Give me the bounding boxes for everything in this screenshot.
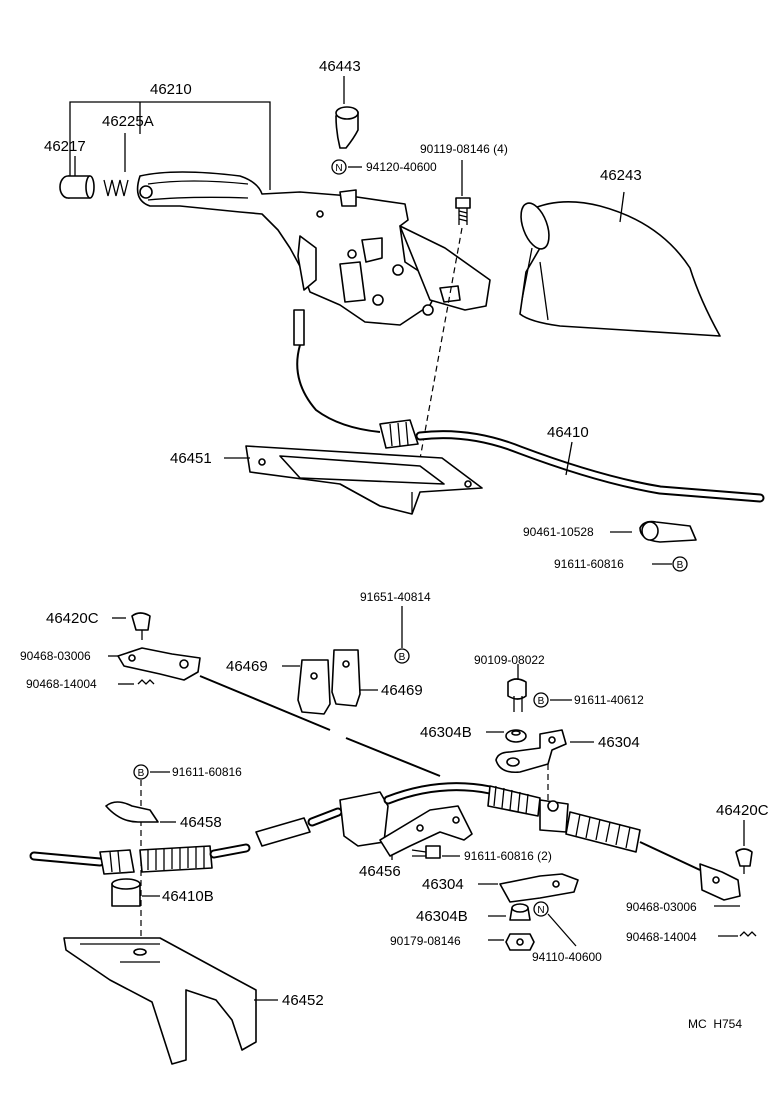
label-91611-60816-top: 91611-60816 [554,557,624,571]
washer-46304B-upper [505,729,527,743]
label-94110-40600: 94110-40600 [532,950,602,964]
label-46304-upper: 46304 [598,734,640,751]
label-46243: 46243 [600,167,642,184]
cable-equalizer-center [339,782,569,847]
bolts-91611-60816-pair [411,845,441,859]
lever-assembly-bracket-line [69,101,271,190]
label-90468-03006-right: 90468-03006 [626,900,697,914]
rear-cable-left-end-upper [117,612,201,685]
n-symbol-94120: N [331,159,347,175]
svg-text:B: B [399,652,406,663]
rear-cable-thin-mid [345,737,441,777]
label-46304B-lower: 46304B [416,908,468,925]
svg-text:B: B [138,768,145,779]
b-symbol-91611-40612: B [533,692,549,708]
label-91611-60816-2: 91611-60816 (2) [464,849,552,863]
label-90461-10528: 90461-10528 [523,525,594,539]
label-46456: 46456 [359,863,401,880]
diagram-code: MC H754 [688,1017,742,1031]
svg-text:N: N [335,163,342,174]
nut-90179 [505,933,535,951]
bracket-46452 [63,937,257,1065]
clip-46458 [105,801,159,823]
grip-cap-46217 [59,175,95,199]
label-46451: 46451 [170,450,212,467]
b-symbol-mid-left: B [133,764,149,780]
grommet-46410B [111,878,141,907]
rear-cable-thin-left [199,675,331,731]
label-90179-08146: 90179-08146 [390,934,461,948]
label-46443: 46443 [319,58,361,75]
label-46304B-upper: 46304B [420,724,472,741]
svg-text:B: B [538,696,545,707]
label-90468-14004-right: 90468-14004 [626,930,697,944]
bolt-90119 [455,197,471,225]
label-46217: 46217 [44,138,86,155]
bolt-90109 [507,678,527,712]
label-46410B: 46410B [162,888,214,905]
label-90468-14004-left: 90468-14004 [26,677,97,691]
rear-cable-left-46420 [29,807,343,875]
release-knob-46443 [335,106,359,149]
bracket-46456 [379,805,473,857]
label-46452: 46452 [282,992,324,1009]
label-46469-b: 46469 [381,682,423,699]
label-90119-08146: 90119-08146 (4) [420,142,508,156]
label-91611-60816-mid: 91611-60816 [172,765,242,779]
bracket-46469-b [331,649,361,707]
floor-plate-46451 [245,445,483,515]
label-46469-a: 46469 [226,658,268,675]
parking-brake-lever-46210 [136,171,491,326]
washer-46304B-lower [509,903,531,921]
label-91651-40814: 91651-40814 [360,590,431,604]
label-46420C-left: 46420C [46,610,99,627]
label-46210: 46210 [150,81,192,98]
spring-46225A [103,179,129,197]
label-91611-40612: 91611-40612 [574,693,644,707]
bracket-46469-a [297,659,331,715]
svg-text:N: N [537,905,544,916]
bracket-46304-lower [499,873,579,903]
rear-cable-right [565,811,757,937]
label-46304-lower: 46304 [422,876,464,893]
label-46458: 46458 [180,814,222,831]
bracket-46304-upper [495,729,567,774]
label-46410: 46410 [547,424,589,441]
label-46225A: 46225A [102,113,154,130]
front-cable-46410 [293,309,765,503]
lever-boot-46243 [519,201,721,337]
b-symbol-top: B [672,556,688,572]
clamp-90461 [639,520,697,543]
label-94120-40600: 94120-40600 [366,160,437,174]
svg-text:B: B [677,560,684,571]
label-90109-08022: 90109-08022 [474,653,545,667]
label-90468-03006-left: 90468-03006 [20,649,91,663]
b-symbol-91651: B [394,648,410,664]
n-symbol-94110: N [533,901,549,917]
label-46420C-right: 46420C [716,802,769,819]
